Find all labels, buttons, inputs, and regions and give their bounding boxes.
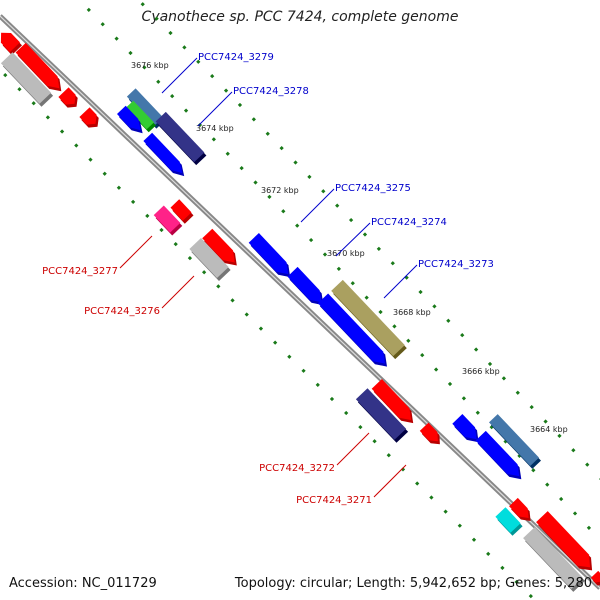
gene-label: PCC7424_3275	[335, 183, 411, 194]
gene-blue-a-arrow-body	[117, 105, 141, 131]
gene-label: PCC7424_3277	[42, 266, 118, 277]
gene-3273-arrow	[331, 279, 407, 360]
gene-3279-arrow-body	[126, 88, 164, 126]
gene-red-i-arrow	[170, 199, 194, 224]
gene-3279b-arrow	[126, 100, 156, 133]
gene-red-edge-arrow-body	[0, 32, 21, 53]
kbp-tick-label: 3666 kbp	[462, 367, 500, 376]
gene-red-l-arrow	[419, 422, 440, 445]
gene-red-k-arrow	[371, 379, 414, 424]
gene-3278-arrow	[155, 111, 207, 166]
gene-label-leader	[383, 264, 418, 299]
gene-label: PCC7424_3279	[198, 52, 274, 63]
backbone-layer	[0, 14, 600, 590]
map-title: Cyanothece sp. PCC 7424, complete genome	[141, 9, 459, 25]
gene-gray-n-arrow	[523, 527, 585, 592]
genes-layer	[0, 32, 600, 592]
gene-blue-b-arrow	[143, 132, 185, 177]
gene-red-f-arrow-body	[15, 42, 60, 89]
tick-line	[0, 67, 537, 600]
gene-red-h-arrow	[79, 107, 99, 128]
gene-label-leader	[161, 57, 198, 94]
gene-cyan-arrow	[495, 507, 523, 536]
gene-3276-arrow-body	[189, 238, 229, 278]
gene-red-edge-arrow	[0, 32, 23, 56]
gene-3272-arrow-body	[355, 388, 407, 440]
gene-3274-arrow-body	[287, 266, 322, 303]
gene-blue-e-arrow	[475, 430, 522, 480]
kbp-tick-label: 3664 kbp	[530, 425, 568, 434]
gene-label: PCC7424_3273	[418, 259, 494, 270]
gene-steel-e-arrow	[489, 414, 541, 469]
gene-label: PCC7424_3276	[84, 306, 160, 317]
kbp-tick-label: 3670 kbp	[327, 249, 365, 258]
gene-3277-arrow	[153, 205, 183, 236]
gene-steel-e-arrow-body	[489, 414, 539, 466]
gene-red-k-arrow-body	[371, 379, 412, 421]
kbp-tick-label: 3672 kbp	[261, 186, 299, 195]
gene-red-l-arrow-body	[419, 422, 438, 442]
gene-3275-arrow-body	[248, 233, 289, 275]
gene-3279b-arrow-body	[126, 100, 154, 130]
gene-blue-d-arrow-body	[452, 414, 477, 440]
gene-red-f-arrow	[15, 42, 62, 92]
gene-red-g-arrow-body	[58, 87, 76, 105]
gene-blue-c-arrow	[317, 293, 387, 367]
genome-summary-text: Topology: circular; Length: 5,942,652 bp…	[234, 576, 592, 591]
gene-red-h-arrow-body	[79, 107, 97, 125]
gene-blue-b-arrow-body	[143, 132, 183, 174]
gene-3272-arrow	[355, 388, 409, 443]
gene-cyan-arrow-body	[495, 507, 521, 533]
gene-label-leader	[119, 235, 153, 269]
gene-gray-f-arrow	[0, 52, 54, 107]
gene-label-leader	[373, 464, 407, 498]
kbp-tick-label: 3674 kbp	[196, 124, 234, 133]
gene-red-n-arrow	[536, 511, 593, 571]
gene-label-leader	[161, 275, 195, 309]
gene-red-m-arrow-body	[509, 497, 529, 518]
gene-label: PCC7424_3271	[296, 495, 372, 506]
gene-label: PCC7424_3272	[259, 463, 335, 474]
gene-3273-arrow-body	[331, 279, 405, 357]
kbp-tick-label: 3676 kbp	[131, 61, 169, 70]
gene-3274-arrow	[287, 266, 324, 306]
gene-blue-e-arrow-body	[475, 430, 520, 477]
kbp-tick-label: 3668 kbp	[393, 308, 431, 317]
gene-3276-arrow	[189, 238, 231, 281]
gene-label-leader	[336, 432, 370, 466]
gene-red-j-arrow	[202, 228, 237, 266]
gene-3275-arrow	[248, 233, 291, 278]
labels-layer: 3676 kbp 3674 kbp 3672 kbp 3670 kbp 3668 kbp…	[42, 52, 568, 506]
gene-label-leader	[197, 91, 233, 127]
gene-red-m-arrow	[509, 497, 531, 521]
gene-gray-f-arrow-body	[0, 52, 52, 104]
gene-label-leader	[335, 222, 371, 257]
gene-red-g-arrow	[58, 87, 78, 108]
gene-label: PCC7424_3278	[233, 86, 309, 97]
gene-3278-arrow-body	[155, 111, 205, 163]
gene-red-j-arrow-body	[202, 228, 235, 263]
gene-label-leader	[300, 188, 335, 223]
backbone-highlight	[0, 15, 600, 589]
gene-3279-arrow	[126, 88, 166, 129]
gene-red-n-arrow-body	[536, 511, 591, 568]
accession-text: Accession: NC_011729	[9, 576, 157, 591]
gene-blue-d-arrow	[452, 414, 479, 443]
gene-red-corner-arrow	[590, 570, 600, 586]
gene-red-i-arrow-body	[170, 199, 192, 221]
gene-blue-a-arrow	[117, 105, 143, 134]
gene-blue-c-arrow-body	[317, 293, 385, 364]
gene-label: PCC7424_3274	[371, 217, 447, 228]
gene-gray-n-arrow-body	[523, 527, 583, 589]
gene-red-corner-arrow-body	[590, 570, 600, 583]
gene-3277-arrow-body	[153, 205, 181, 233]
